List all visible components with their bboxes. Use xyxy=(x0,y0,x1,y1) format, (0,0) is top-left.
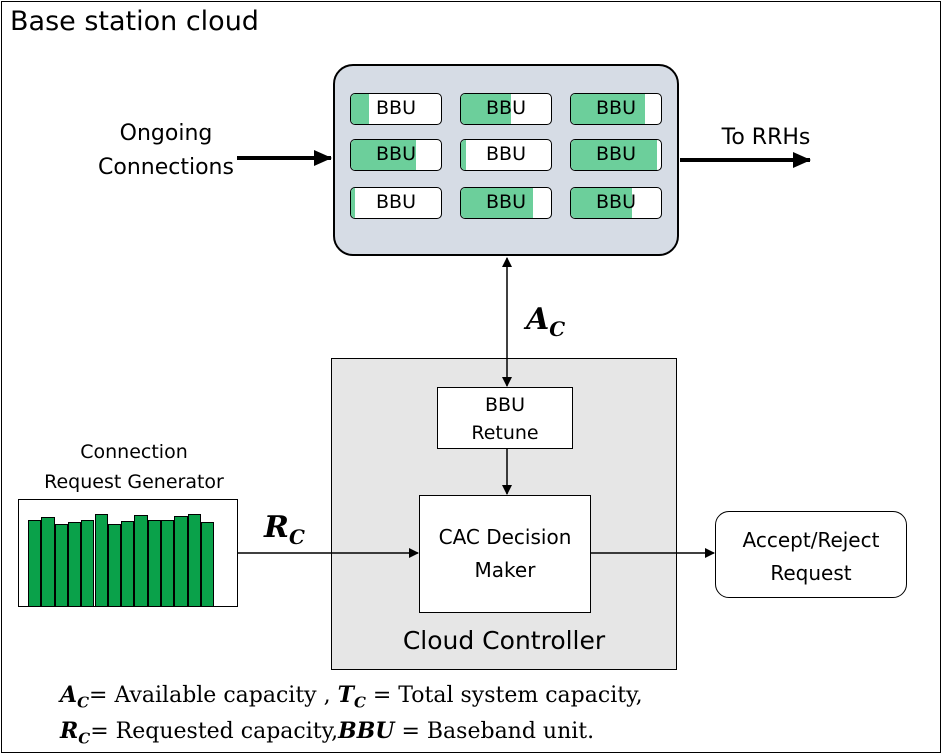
legend-1-symbol-sub: C xyxy=(77,693,90,712)
rc-sub: C xyxy=(288,525,305,549)
accept-reject-line-1: Accept/Reject xyxy=(742,528,880,552)
bbu-load-fill xyxy=(461,94,511,124)
bbu-unit: BBU xyxy=(460,187,552,219)
request-bar xyxy=(147,520,161,606)
bbu-retune-line-2: Retune xyxy=(471,422,539,444)
bbu-unit: BBU xyxy=(350,139,442,171)
bbu-load-fill xyxy=(351,188,355,218)
bbu-label: BBU xyxy=(486,191,526,213)
bbu-label: BBU xyxy=(486,143,526,165)
accept-reject-line-2: Request xyxy=(770,561,852,585)
rc-main: R xyxy=(264,510,289,545)
rc-symbol: RC xyxy=(264,510,305,549)
request-bar xyxy=(41,517,55,606)
legend-line-2: RC= Requested capacity,BBU = Baseband un… xyxy=(60,718,594,747)
bbu-unit: BBU xyxy=(350,187,442,219)
legend-1-text: = Total system capacity, xyxy=(365,683,643,708)
ac-main: A xyxy=(526,302,550,337)
legend-1-symbol: T xyxy=(337,682,354,708)
request-bar xyxy=(134,515,148,606)
legend-2-symbol: R xyxy=(60,718,79,744)
legend-1-text: = Available capacity , xyxy=(89,683,338,708)
legend-2-text: = Baseband unit. xyxy=(394,719,595,744)
request-bar xyxy=(67,522,82,606)
request-bar xyxy=(54,524,68,606)
bbu-retune-box: BBU Retune xyxy=(437,387,573,449)
request-bar xyxy=(28,520,42,606)
bbu-load-fill xyxy=(571,94,645,124)
bbu-unit: BBU xyxy=(570,93,662,125)
request-bar xyxy=(121,521,135,606)
request-generator-box xyxy=(18,499,238,607)
legend-1-symbol: A xyxy=(60,682,78,708)
ac-sub: C xyxy=(549,317,566,341)
bbu-unit: BBU xyxy=(460,93,552,125)
bbu-load-fill xyxy=(571,140,657,170)
legend-line-1: AC= Available capacity , TC = Total syst… xyxy=(60,682,643,711)
bbu-unit: BBU xyxy=(570,139,662,171)
bbu-load-fill xyxy=(461,140,467,170)
legend-2-symbol: BBU xyxy=(338,718,395,744)
bbu-pool: BBU BBU BBU BBU BBU BBU BBU BBU BBU xyxy=(333,64,679,256)
ac-symbol: AC xyxy=(526,302,565,341)
request-bar xyxy=(81,520,95,606)
cac-decision-line-1: CAC Decision xyxy=(438,525,572,549)
legend-2-symbol-sub: C xyxy=(78,729,91,748)
bbu-label: BBU xyxy=(596,97,636,119)
bbu-load-fill xyxy=(351,94,369,124)
request-bar xyxy=(200,522,215,606)
bbu-label: BBU xyxy=(596,191,636,213)
bbu-unit: BBU xyxy=(350,93,442,125)
bbu-retune-line-1: BBU xyxy=(485,394,525,416)
ongoing-connections-line-2: Connections xyxy=(98,155,234,180)
cloud-controller-label: Cloud Controller xyxy=(402,626,606,655)
bbu-load-fill xyxy=(571,188,633,218)
bbu-label: BBU xyxy=(596,143,636,165)
request-bar xyxy=(161,520,175,606)
cac-decision-line-2: Maker xyxy=(474,558,536,582)
request-generator-title-line-2: Request Generator xyxy=(44,471,224,493)
ongoing-connections-line-1: Ongoing xyxy=(119,121,213,146)
bbu-label: BBU xyxy=(376,191,416,213)
bbu-unit: BBU xyxy=(460,139,552,171)
bbu-load-fill xyxy=(461,188,533,218)
bbu-unit: BBU xyxy=(570,187,662,219)
bbu-load-fill xyxy=(351,140,416,170)
legend-1-symbol-sub: C xyxy=(353,693,366,712)
bbu-label: BBU xyxy=(486,97,526,119)
request-bar xyxy=(107,524,122,606)
bbu-label: BBU xyxy=(376,97,416,119)
diagram-title: Base station cloud xyxy=(10,6,259,37)
to-rrhs-label: To RRHs xyxy=(721,125,811,150)
bbu-label: BBU xyxy=(376,143,416,165)
request-bar xyxy=(187,514,201,606)
legend-2-text: = Requested capacity, xyxy=(90,719,339,744)
request-bar xyxy=(174,516,188,606)
request-generator-title-line-1: Connection xyxy=(80,441,188,463)
request-bar xyxy=(94,514,108,606)
